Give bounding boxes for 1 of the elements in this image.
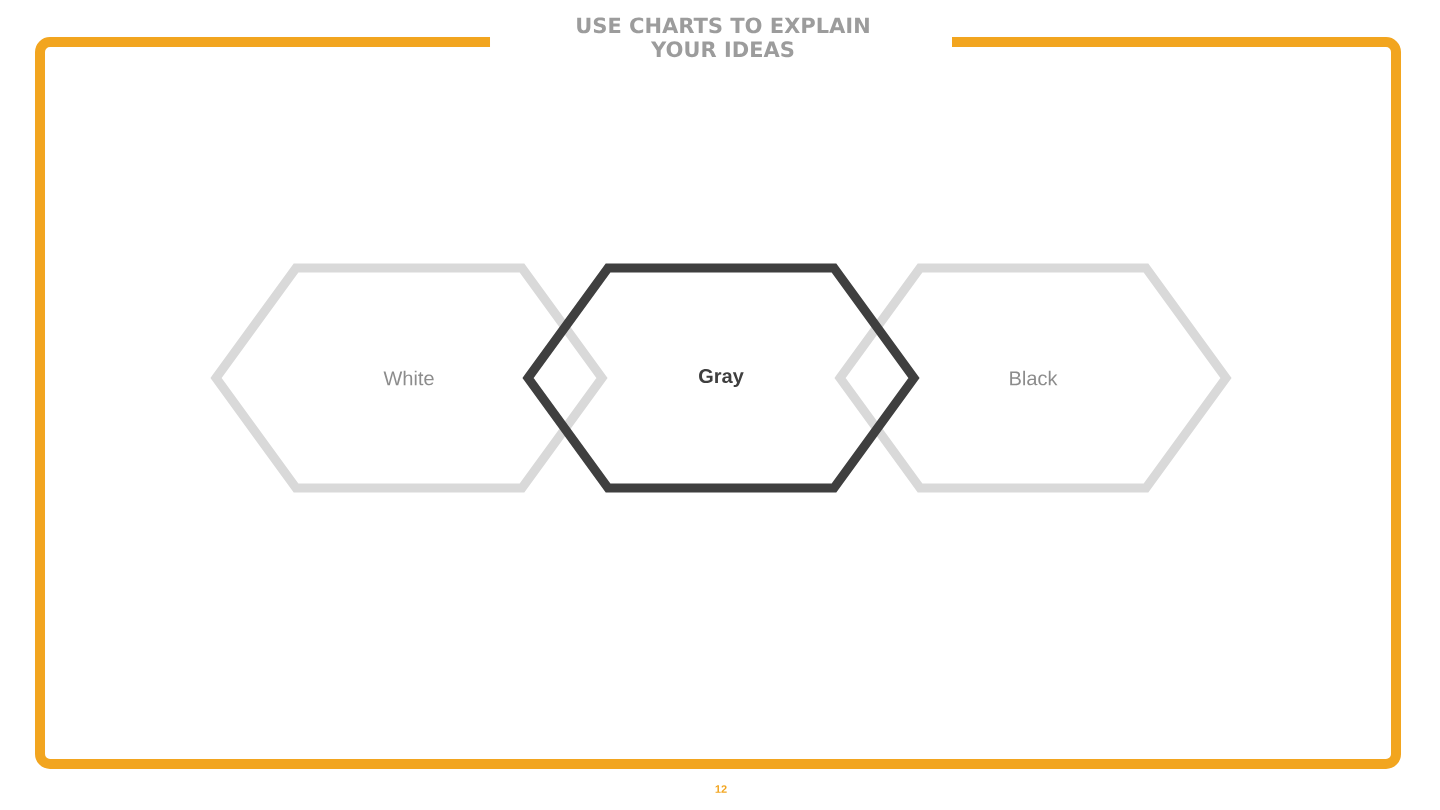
title: USE CHARTS TO EXPLAIN YOUR IDEAS [577,17,869,58]
